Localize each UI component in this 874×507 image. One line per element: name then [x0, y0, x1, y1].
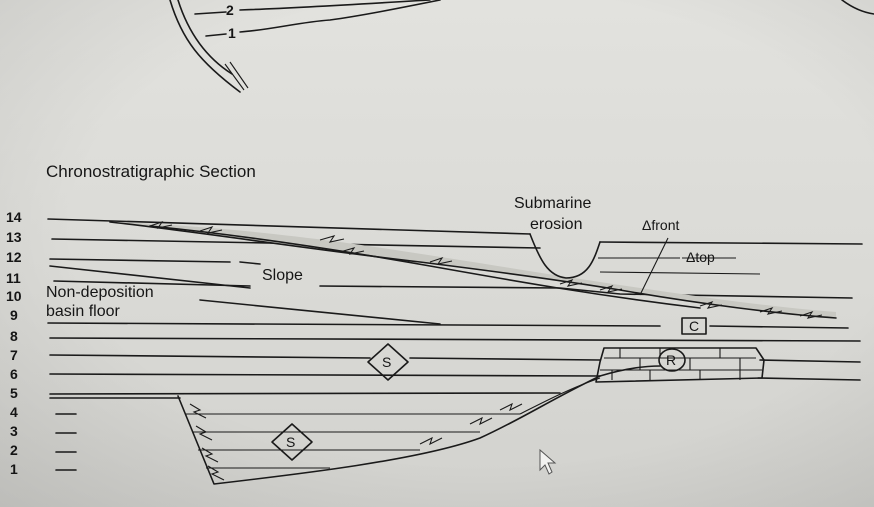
time-lines — [47, 218, 863, 471]
time-line-labels: 14 13 12 11 10 9 8 7 6 5 4 3 2 1 — [6, 209, 22, 477]
carbonate-platform — [595, 347, 765, 383]
time-line-4: 4 — [10, 404, 18, 420]
time-line-9: 9 — [10, 307, 18, 323]
time-line-7: 7 — [10, 347, 18, 363]
time-line-6: 6 — [10, 366, 18, 382]
top-figure-fragment: 2 1 — [169, 0, 874, 93]
time-line-12: 12 — [6, 249, 22, 265]
time-line-14: 14 — [6, 209, 22, 225]
time-line-11: 11 — [6, 270, 21, 286]
symbol-c-box: C — [681, 317, 707, 335]
symbol-s-lower-diamond: S — [271, 423, 313, 461]
top-marker-2: 2 — [226, 2, 234, 18]
label-basin-floor: basin floor — [46, 303, 120, 320]
symbol-r-label: R — [666, 352, 676, 368]
symbol-s-lower-label: S — [286, 434, 295, 450]
section-title: Chronostratigraphic Section — [46, 162, 256, 181]
time-line-5: 5 — [10, 385, 18, 401]
prograding-wedge — [109, 220, 837, 319]
label-slope: Slope — [262, 267, 303, 284]
label-submarine: Submarine — [514, 195, 591, 212]
time-line-2: 2 — [10, 442, 18, 458]
basin-fill-wedge — [177, 365, 661, 485]
time-line-3: 3 — [10, 423, 18, 439]
time-line-8: 8 — [10, 328, 18, 344]
mouse-pointer-icon — [539, 448, 557, 475]
label-non-deposition: Non-deposition — [46, 284, 154, 301]
time-line-10: 10 — [6, 288, 22, 304]
time-line-1: 1 — [10, 461, 18, 477]
symbol-s-upper-diamond: S — [367, 343, 409, 381]
label-delta-front: Δfront — [642, 217, 679, 233]
symbol-s-upper-label: S — [382, 354, 391, 370]
time-line-13: 13 — [6, 229, 22, 245]
symbol-r-circle: R — [658, 348, 686, 372]
symbol-c-label: C — [689, 318, 699, 334]
top-marker-1: 1 — [228, 25, 236, 41]
label-delta-top: Δtop — [686, 249, 715, 265]
submarine-erosion-channel — [529, 233, 761, 296]
label-erosion: erosion — [530, 216, 582, 233]
